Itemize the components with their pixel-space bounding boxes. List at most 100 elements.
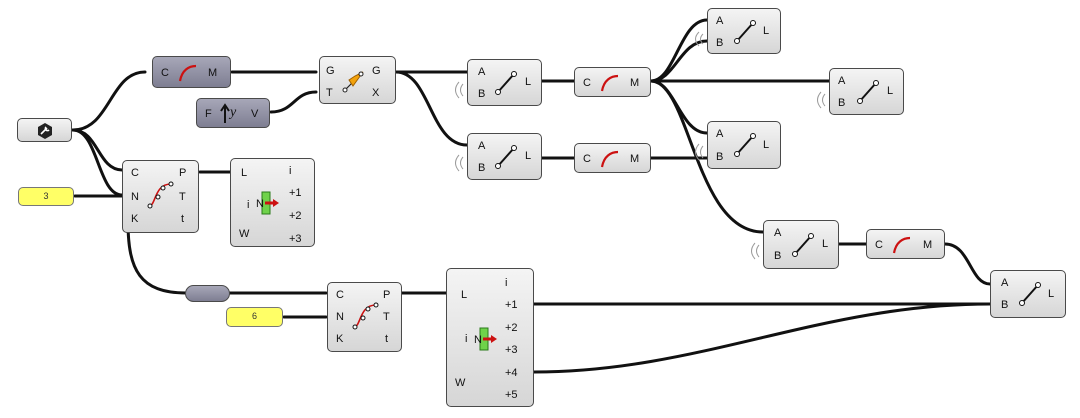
curve-param-node[interactable]: C M (152, 56, 231, 88)
output-label: M (923, 239, 933, 251)
line-node[interactable]: A B L (467, 59, 542, 106)
input-label: B (716, 37, 724, 49)
input-label: A (774, 227, 782, 239)
unit-vector-node[interactable]: F y V (196, 98, 270, 128)
wireless-icon (455, 81, 464, 99)
wireless-icon (751, 242, 760, 260)
output-label: L (763, 25, 770, 37)
curve-param-node[interactable]: C M (574, 67, 651, 97)
output-label: M (630, 153, 640, 165)
input-label: F (205, 108, 212, 120)
wire (649, 79, 709, 135)
divide-curve-icon (352, 302, 379, 330)
wireless-icon (695, 31, 704, 47)
input-label: L (461, 289, 468, 301)
line-icon (1019, 282, 1041, 306)
input-label: N (336, 311, 344, 323)
output-label: +5 (505, 389, 518, 401)
input-label: B (774, 250, 782, 262)
curve-param-node[interactable]: C M (574, 143, 651, 173)
input-label: C (336, 289, 344, 301)
divide-curve-node[interactable]: C N K P T t (122, 160, 199, 233)
line-node[interactable]: A B L (467, 133, 542, 180)
input-label: W (455, 377, 466, 389)
output-label: +3 (289, 233, 302, 245)
wireless-icon (695, 143, 704, 161)
output-label: i (289, 165, 292, 177)
svg-text:y: y (228, 105, 237, 120)
divide-curve-node[interactable]: C N K P T t (327, 282, 402, 352)
output-label: +1 (505, 299, 518, 311)
curve-icon (892, 236, 911, 254)
line-icon (734, 20, 756, 44)
output-label: X (372, 87, 380, 99)
divide-curve-icon (147, 181, 174, 209)
curve-param-node[interactable]: C M (866, 229, 945, 259)
input-label: A (716, 128, 724, 140)
input-label: A (478, 140, 486, 152)
input-label: i (247, 199, 250, 211)
input-label: L (241, 167, 248, 179)
output-label: t (385, 333, 389, 345)
output-label: G (372, 65, 381, 77)
input-label: K (131, 213, 139, 225)
line-node[interactable]: A B L (763, 220, 839, 269)
input-label: C (161, 67, 169, 79)
list-item-icon: N (256, 191, 279, 215)
relay-node[interactable] (185, 285, 230, 302)
wire (269, 90, 318, 114)
wire (943, 242, 992, 286)
svg-text:N: N (256, 198, 264, 210)
number-slider[interactable]: 6 (226, 307, 283, 327)
wire (126, 220, 188, 295)
wire (394, 70, 469, 147)
output-label: P (383, 289, 391, 301)
output-label: T (179, 191, 186, 203)
list-item-node[interactable]: L i W N i +1 +2 +3 +4 +5 (446, 268, 534, 407)
output-label: L (1048, 288, 1055, 300)
list-item-node[interactable]: L i W N i +1 +2 +3 (230, 158, 315, 247)
curve-icon (600, 74, 619, 92)
input-label: A (716, 15, 724, 27)
line-node[interactable]: A B L (707, 121, 781, 169)
move-icon (342, 71, 364, 93)
output-label: +3 (505, 344, 518, 356)
input-label: B (838, 97, 846, 109)
slider-value: 6 (251, 311, 257, 321)
output-label: +2 (505, 322, 518, 334)
curve-icon (600, 150, 619, 168)
input-label: C (131, 167, 139, 179)
list-item-icon: N (474, 327, 497, 351)
output-label: V (251, 108, 259, 120)
output-label: +4 (505, 367, 518, 379)
output-label: L (763, 139, 770, 151)
line-node[interactable]: A B L (990, 270, 1066, 318)
unit-vector-icon: y (220, 103, 237, 123)
input-label: A (838, 75, 846, 87)
input-label: W (239, 228, 250, 240)
wire (71, 70, 147, 132)
line-icon (792, 233, 814, 257)
output-label: M (630, 77, 640, 89)
input-label: C (583, 153, 591, 165)
input-label: A (1001, 277, 1009, 289)
input-label: C (875, 239, 883, 251)
input-label: C (583, 77, 591, 89)
move-node[interactable]: G T G X (319, 56, 396, 104)
input-label: B (1001, 299, 1009, 311)
wrench-param-node[interactable] (17, 118, 72, 142)
output-label: P (179, 167, 187, 179)
wire (532, 302, 992, 374)
number-slider[interactable]: 3 (18, 187, 74, 206)
line-icon (734, 133, 756, 157)
output-label: T (383, 311, 390, 323)
wrench-icon (38, 123, 52, 139)
input-label: A (478, 66, 486, 78)
line-icon (495, 145, 517, 169)
input-label: T (326, 87, 333, 99)
input-label: B (716, 151, 724, 163)
input-label: B (478, 88, 486, 100)
wireless-icon (455, 154, 464, 172)
line-node[interactable]: A B L (707, 8, 781, 54)
line-node[interactable]: A B L (829, 68, 904, 115)
